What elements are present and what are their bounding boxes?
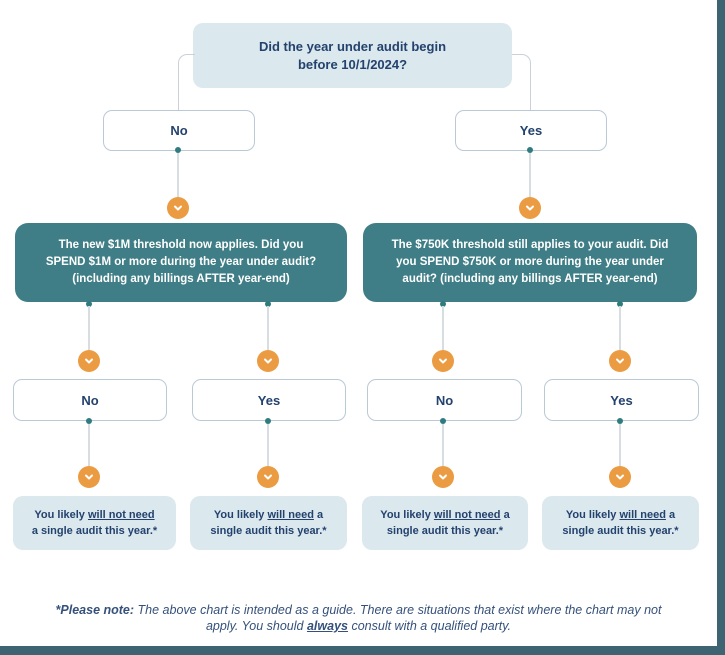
root-question-box: Did the year under audit begin before 10…: [193, 23, 512, 88]
result-line-2: single audit this year.*: [210, 525, 327, 537]
frame-bottom-bar: [0, 646, 725, 655]
threshold-1m-line-2: SPEND $1M or more during the year under …: [45, 255, 317, 268]
connector-dot: [527, 147, 533, 153]
frame-right-bar: [717, 0, 725, 655]
answer-box-no-right: No: [367, 379, 522, 421]
chevron-down-icon: [439, 474, 447, 480]
result-box-4: You likely will need a single audit this…: [542, 496, 699, 550]
answer-box-yes-left: Yes: [192, 379, 346, 421]
result-line-2: single audit this year.*: [386, 525, 504, 537]
threshold-1m-line-3: (including any billings AFTER year-end): [72, 273, 290, 286]
root-question-line-2: before 10/1/2024?: [297, 56, 408, 72]
threshold-box-750k: The $750K threshold still applies to you…: [363, 223, 697, 302]
chevron-down-icon: [85, 358, 93, 364]
answer-box-yes-top: Yes: [455, 110, 607, 151]
chevron-circle: [432, 350, 454, 372]
connector-dot: [86, 418, 92, 424]
chevron-circle: [257, 466, 279, 488]
connector-dot: [617, 301, 623, 307]
chevron-circle: [609, 350, 631, 372]
threshold-750k-line-1: The $750K threshold still applies to you…: [391, 238, 669, 251]
connector-elbow-right: [512, 54, 531, 111]
threshold-box-1m: The new $1M threshold now applies. Did y…: [15, 223, 347, 302]
connector-line: [267, 306, 269, 350]
answer-label: Yes: [257, 392, 281, 408]
chevron-down-icon: [616, 358, 624, 364]
answer-label: No: [81, 392, 99, 408]
footnote-line-2: apply. You should always consult with a …: [205, 619, 512, 634]
chevron-down-icon: [174, 205, 182, 211]
answer-box-no-left: No: [13, 379, 167, 421]
footnote-line-1: *Please note: The above chart is intende…: [55, 603, 662, 617]
chevron-down-icon: [85, 474, 93, 480]
answer-label: No: [170, 123, 188, 138]
result-line-2: a single audit this year.*: [31, 525, 158, 537]
connector-dot: [265, 301, 271, 307]
connector-line: [529, 153, 531, 198]
connector-line: [619, 424, 621, 466]
connector-line: [267, 424, 269, 466]
answer-label: Yes: [610, 392, 633, 408]
connector-dot: [265, 418, 271, 424]
result-box-2: You likely will need a single audit this…: [190, 496, 347, 550]
connector-line: [88, 424, 90, 466]
connector-line: [619, 306, 621, 350]
result-line-2: single audit this year.*: [562, 525, 679, 537]
result-box-1: You likely will not need a single audit …: [13, 496, 176, 550]
connector-line: [442, 306, 444, 350]
chevron-circle: [609, 466, 631, 488]
connector-dot: [175, 147, 181, 153]
result-line-1: You likely will not need: [34, 508, 155, 521]
chevron-down-icon: [264, 474, 272, 480]
chevron-down-icon: [526, 205, 534, 211]
chevron-down-icon: [264, 358, 272, 364]
connector-dot: [440, 418, 446, 424]
threshold-750k-line-3: audit? (including any billings AFTER yea…: [402, 273, 658, 286]
root-question-line-1: Did the year under audit begin: [258, 38, 447, 54]
chevron-circle: [519, 197, 541, 219]
chevron-down-icon: [616, 474, 624, 480]
chevron-circle: [257, 350, 279, 372]
chevron-circle: [167, 197, 189, 219]
chevron-circle: [78, 350, 100, 372]
result-line-1: You likely will need a: [565, 508, 676, 521]
result-line-1: You likely will not need a: [380, 508, 510, 521]
result-line-1: You likely will need a: [213, 508, 324, 521]
answer-box-no-top: No: [103, 110, 255, 151]
connector-elbow-left: [178, 54, 195, 111]
footnote: *Please note: The above chart is intende…: [0, 602, 717, 635]
connector-dot: [617, 418, 623, 424]
answer-label: No: [435, 392, 454, 408]
footnote-emphasis: always: [306, 619, 348, 634]
connector-line: [177, 153, 179, 198]
answer-label: Yes: [519, 123, 543, 138]
chevron-circle: [432, 466, 454, 488]
connector-line: [88, 306, 90, 350]
threshold-1m-line-1: The new $1M threshold now applies. Did y…: [58, 238, 304, 251]
chevron-circle: [78, 466, 100, 488]
connector-dot: [440, 301, 446, 307]
threshold-750k-line-2: you SPEND $750K or more during the year …: [396, 255, 664, 268]
result-box-3: You likely will not need a single audit …: [362, 496, 528, 550]
footnote-label: *Please note:: [55, 603, 135, 617]
connector-line: [442, 424, 444, 466]
connector-dot: [86, 301, 92, 307]
chevron-down-icon: [439, 358, 447, 364]
answer-box-yes-right: Yes: [544, 379, 699, 421]
